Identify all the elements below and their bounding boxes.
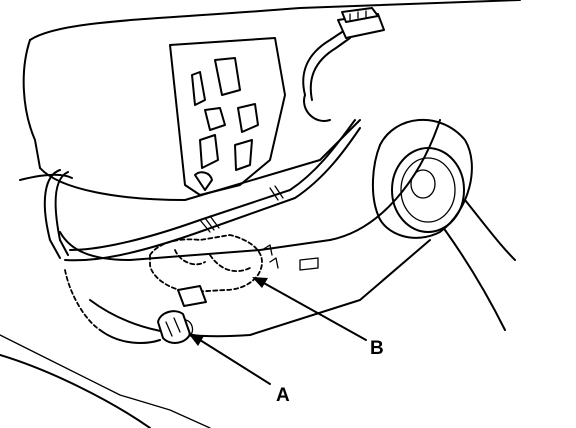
motor-connector — [157, 310, 194, 344]
callout-b-label: B — [370, 338, 384, 359]
callout-a-label: A — [276, 385, 290, 406]
door-speaker — [371, 118, 516, 331]
callout-b: B — [252, 277, 384, 359]
door-frame — [0, 0, 521, 428]
callout-a: A — [188, 333, 290, 406]
wire-harness — [43, 29, 361, 344]
inner-frame — [169, 37, 286, 196]
window-regulator-motor — [149, 234, 319, 307]
harness-connector-top — [337, 7, 385, 39]
